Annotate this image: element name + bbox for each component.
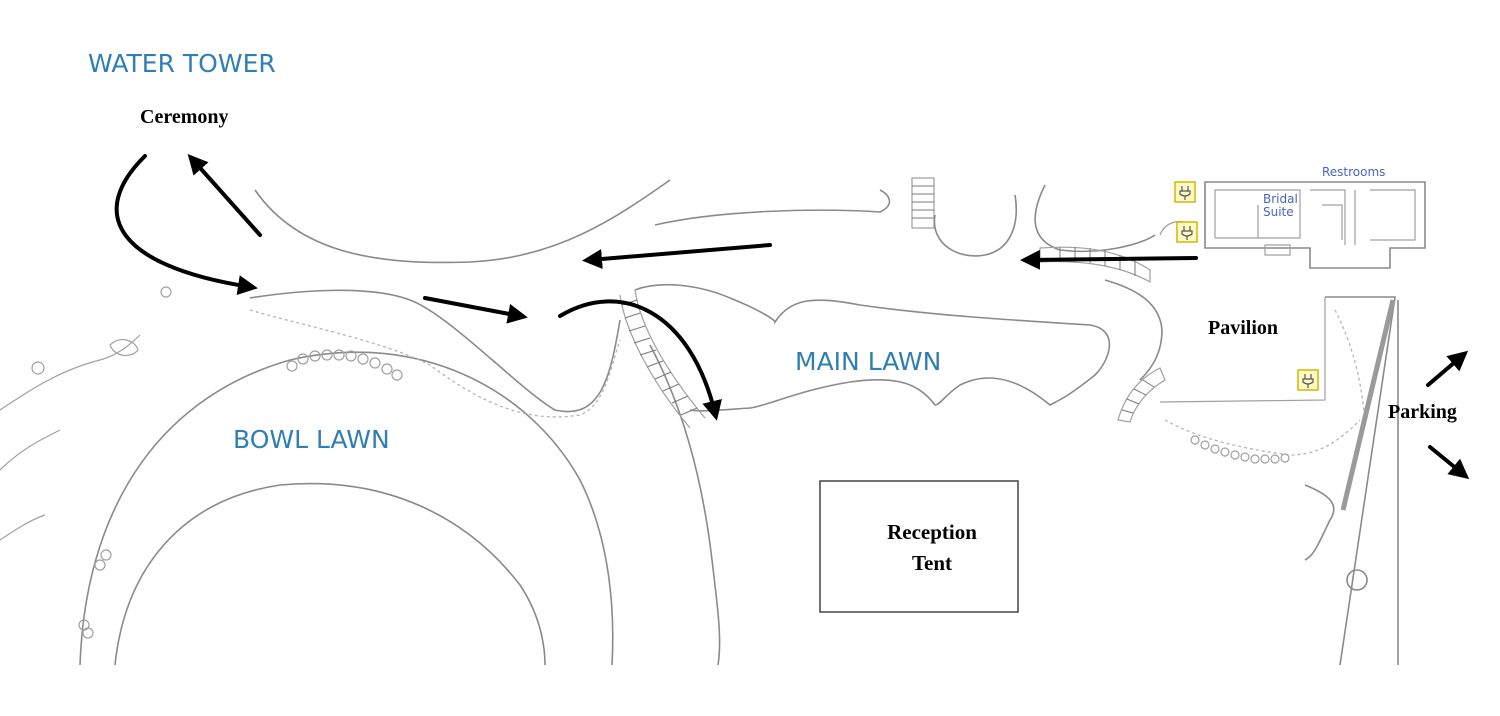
parking-label: Parking bbox=[1388, 401, 1457, 423]
reception-tent-outline bbox=[819, 480, 1019, 613]
power-outlet-icon bbox=[1174, 181, 1196, 203]
arrow-icon bbox=[1020, 249, 1198, 270]
reception-tent-label-line2: Tent bbox=[912, 551, 952, 575]
bush-row-pavilion bbox=[1190, 435, 1290, 464]
pavilion-wall bbox=[1340, 299, 1396, 511]
water-tower-label: WATER TOWER bbox=[88, 49, 276, 78]
bridal-suite-label-line1: Bridal bbox=[1263, 192, 1298, 206]
building-floorplan: Restrooms Bridal Suite bbox=[1159, 165, 1426, 269]
pavilion-label: Pavilion bbox=[1208, 317, 1278, 339]
power-outlet-icon bbox=[1176, 221, 1198, 243]
main-lawn-label: MAIN LAWN bbox=[795, 347, 941, 376]
bowl-lawn-label: BOWL LAWN bbox=[233, 425, 390, 454]
route-arrows bbox=[114, 154, 1470, 480]
reception-tent-label-line1: Reception bbox=[887, 520, 977, 544]
stairs-lower-right bbox=[1117, 367, 1166, 423]
restrooms-label: Restrooms bbox=[1322, 165, 1385, 179]
stairs-left bbox=[619, 289, 706, 429]
power-outlet-icon bbox=[1297, 369, 1319, 391]
stairs-top bbox=[911, 177, 935, 229]
arrow-icon bbox=[1428, 445, 1470, 480]
arrow-icon bbox=[114, 154, 258, 296]
arrow-icon bbox=[1426, 350, 1469, 387]
bush-row bbox=[78, 349, 403, 639]
ceremony-label: Ceremony bbox=[140, 106, 229, 128]
arrow-icon bbox=[187, 154, 262, 237]
arrow-icon bbox=[582, 243, 772, 269]
arrow-icon bbox=[558, 299, 722, 421]
terrain-outlines bbox=[0, 179, 1399, 666]
bridal-suite-label-line2: Suite bbox=[1263, 205, 1294, 219]
stairs-pavilion bbox=[1039, 246, 1151, 284]
arrow-icon bbox=[423, 296, 528, 324]
